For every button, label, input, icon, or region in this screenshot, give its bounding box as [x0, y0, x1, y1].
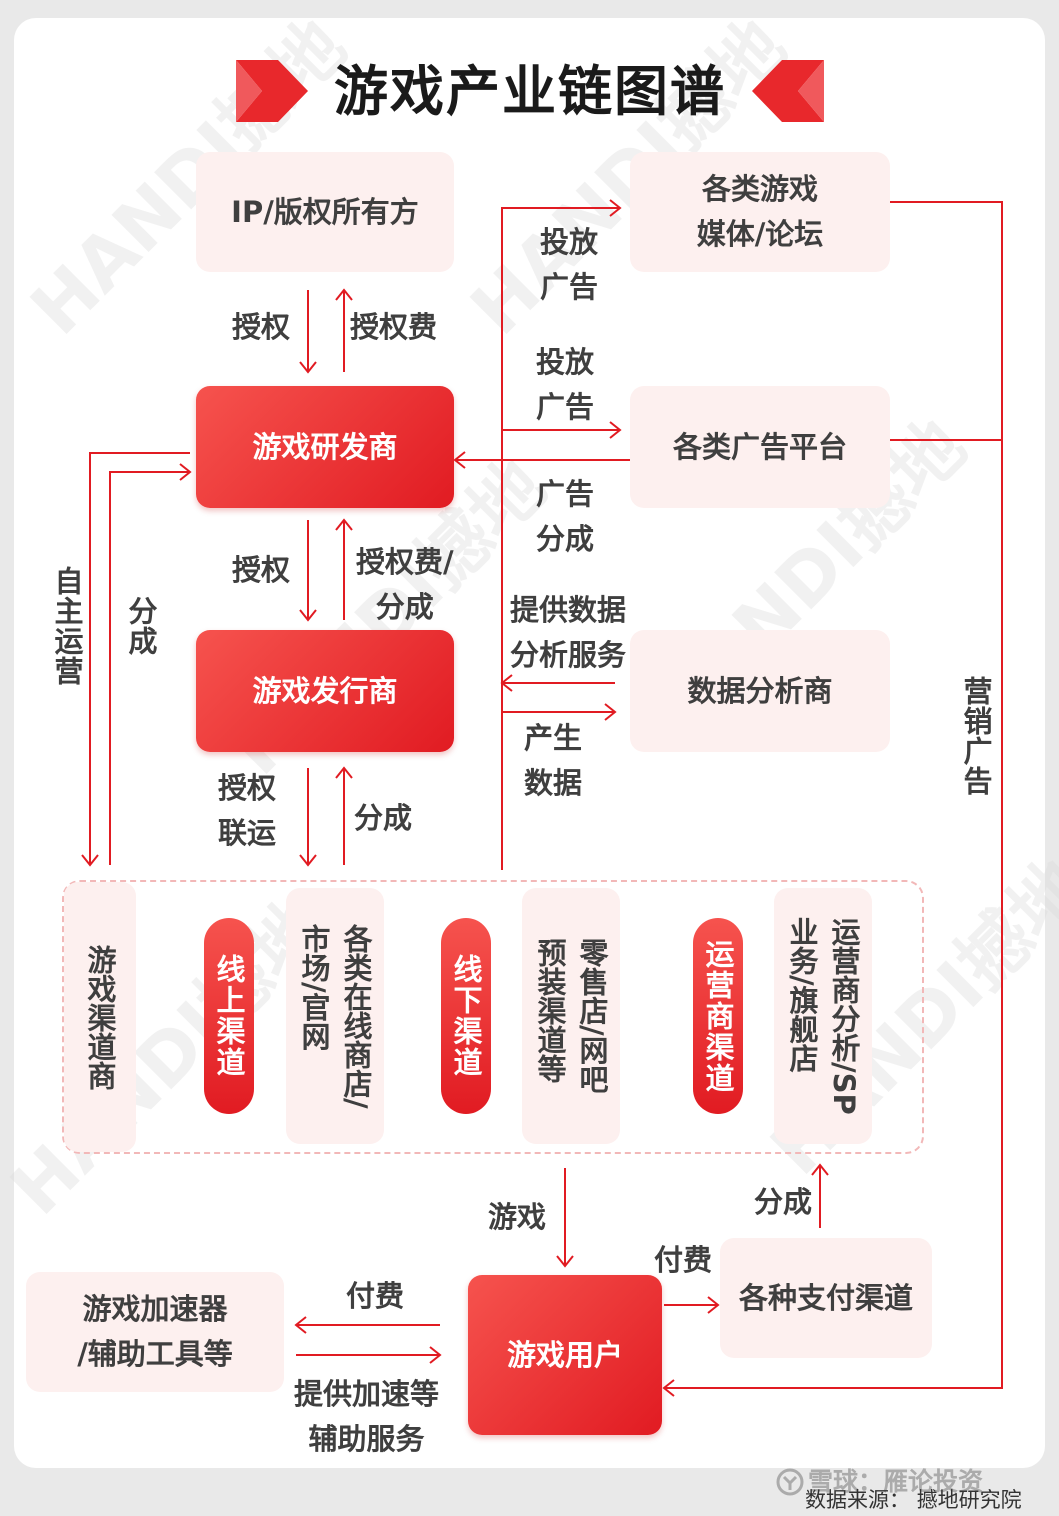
node-ad-platform: 各类广告平台 — [630, 386, 890, 508]
edge-accel-service: 提供加速等 辅助服务 — [294, 1377, 440, 1456]
edge-license-joint-op: 授权 联运 — [218, 771, 277, 850]
node-ip-owner: IP/版权所有方 — [196, 152, 454, 272]
edge-share-2: 分成 — [754, 1185, 813, 1219]
sticker-logo-icon — [776, 1468, 804, 1496]
edge-ad-revenue-share: 广告 分成 — [536, 477, 595, 556]
edge-self-operation: 自主运营 — [50, 566, 85, 686]
node-data-analyst: 数据分析商 — [630, 630, 890, 752]
node-game-user: 游戏用户 — [468, 1275, 662, 1435]
edge-pay-1: 付费 — [654, 1243, 713, 1277]
edge-license-1: 授权 — [232, 310, 291, 344]
edge-license-fee-share: 授权费/ 分成 — [356, 545, 454, 624]
sticker-watermark: 雪球：雁论投资 — [808, 1467, 984, 1496]
node-payment-channel: 各种支付渠道 — [720, 1238, 932, 1358]
node-publisher: 游戏发行商 — [196, 630, 454, 752]
node-game-media: 各类游戏 媒体/论坛 — [630, 152, 890, 272]
edge-pay-2: 付费 — [346, 1279, 405, 1313]
logo-right-icon — [752, 60, 824, 122]
offline-channel-desc: 零售店/网吧 预装渠道等 — [522, 888, 620, 1144]
edge-share-left: 分成 — [124, 596, 159, 656]
online-channel-desc-label: 各类在线商店/ 市场/官网 — [297, 923, 374, 1109]
edge-ad-to-media: 投放 广告 — [540, 225, 599, 304]
edge-ad-to-platform: 投放 广告 — [536, 345, 595, 424]
channel-provider-label: 游戏渠道商 — [83, 944, 118, 1090]
data-source: 数据来源： 撼地研究院 — [805, 1488, 1022, 1512]
operator-channel-desc: 运营商分析/SP 业务/旗舰店 — [774, 888, 872, 1144]
operator-channel-desc-label: 运营商分析/SP 业务/旗舰店 — [785, 917, 862, 1115]
edge-license-fee-1: 授权费 — [350, 310, 438, 344]
node-accelerator: 游戏加速器 /辅助工具等 — [26, 1272, 284, 1392]
edge-data-service: 提供数据 分析服务 — [510, 593, 627, 672]
edge-share-1: 分成 — [354, 801, 413, 835]
node-developer: 游戏研发商 — [196, 386, 454, 508]
channel-group — [62, 880, 924, 1154]
logo-left-icon — [236, 60, 308, 122]
online-channel-desc: 各类在线商店/ 市场/官网 — [286, 888, 384, 1144]
offline-channel-pill: 线下渠道 — [441, 918, 491, 1114]
edge-license-2: 授权 — [232, 553, 291, 587]
operator-channel-pill: 运营商渠道 — [693, 918, 743, 1114]
edge-marketing-ads: 营销广告 — [959, 676, 994, 796]
online-channel-pill: 线上渠道 — [204, 918, 254, 1114]
edge-game: 游戏 — [488, 1200, 547, 1234]
page-title: 游戏产业链图谱 — [334, 60, 726, 123]
edge-generate-data: 产生 数据 — [524, 721, 583, 800]
offline-channel-desc-label: 零售店/网吧 预装渠道等 — [533, 938, 610, 1094]
node-channel-provider: 游戏渠道商 — [64, 882, 136, 1152]
